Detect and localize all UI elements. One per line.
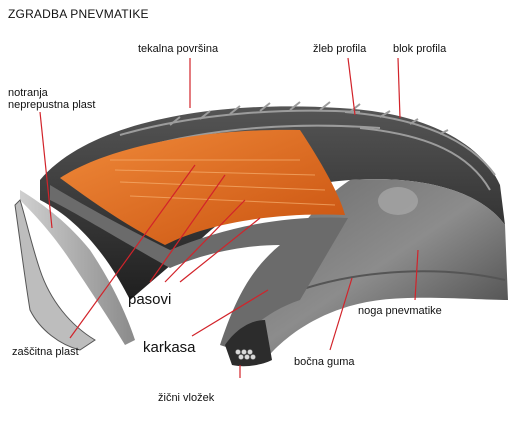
sidewall-mark xyxy=(378,187,418,215)
label-sidewall: bočna guma xyxy=(294,356,355,368)
inner-liner xyxy=(20,190,135,345)
label-bead-wire: žični vložek xyxy=(158,392,215,404)
label-protective: zaščitna plast xyxy=(12,346,79,358)
leader-belts-3 xyxy=(179,217,261,283)
label-belts: pasovi xyxy=(128,291,172,308)
steel-belt xyxy=(60,129,345,245)
label-block: blok profila xyxy=(393,43,447,55)
leader-block xyxy=(397,57,401,119)
leader-bead xyxy=(414,249,419,301)
leader-groove xyxy=(347,57,356,116)
leader-inner-liner xyxy=(39,111,53,229)
leader-lines xyxy=(39,57,419,378)
label-inner-liner-line1: notranja xyxy=(8,87,48,99)
bead xyxy=(225,320,272,367)
carcass-ply xyxy=(50,185,348,350)
bead-wire-bundle xyxy=(235,349,256,360)
leader-belts-2 xyxy=(164,199,246,283)
label-bead: noga pnevmatike xyxy=(358,305,442,317)
leader-carcass xyxy=(191,289,269,337)
leader-belts-1 xyxy=(149,174,226,283)
label-inner-liner-line2: neprepustna plast xyxy=(8,99,96,111)
leader-protective xyxy=(69,164,196,339)
label-tread: tekalna površina xyxy=(138,43,219,55)
label-groove: žleb profila xyxy=(313,43,367,55)
leader-sidewall xyxy=(329,277,353,351)
diagram-title: ZGRADBA PNEVMATIKE xyxy=(8,7,149,21)
label-carcass: karkasa xyxy=(143,339,196,356)
